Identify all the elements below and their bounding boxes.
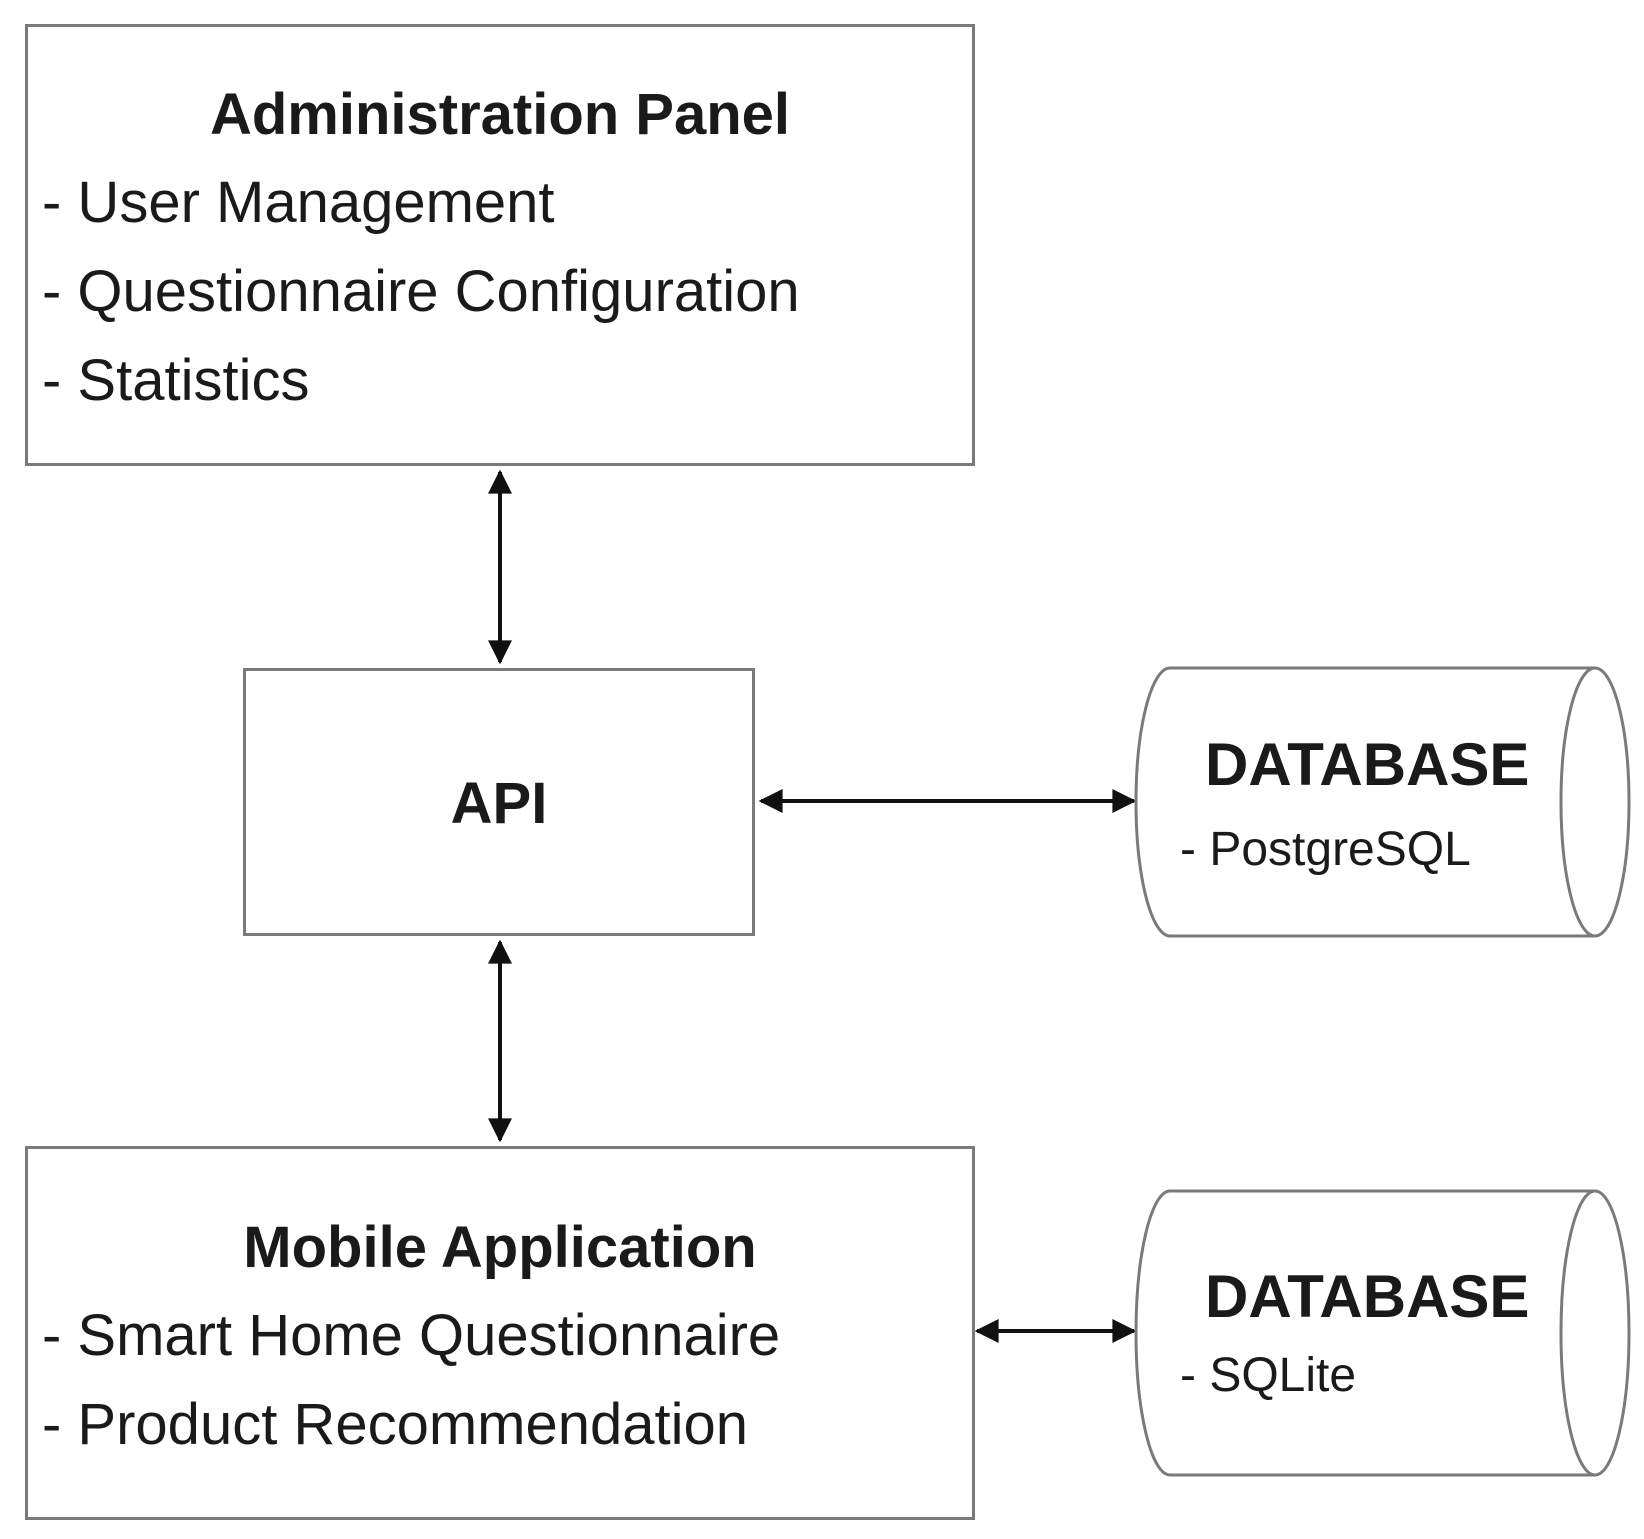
mobile-application-title: Mobile Application xyxy=(243,1215,757,1280)
mobile-item-product-recommendation: - Product Recommendation xyxy=(42,1392,748,1457)
admin-item-user-management: - User Management xyxy=(42,170,555,235)
admin-item-questionnaire-configuration: - Questionnaire Configuration xyxy=(42,259,800,324)
admin-item-statistics: - Statistics xyxy=(42,348,310,413)
server-database-title: DATABASE xyxy=(1205,731,1530,798)
local-database-cylinder xyxy=(1134,1189,1631,1477)
mobile-application-box: Mobile Application - Smart Home Question… xyxy=(25,1146,975,1520)
administration-panel-box: Administration Panel - User Management -… xyxy=(25,24,975,466)
api-box: API xyxy=(243,668,755,936)
api-title: API xyxy=(450,771,548,836)
mobile-item-smart-home-questionnaire: - Smart Home Questionnaire xyxy=(42,1303,781,1368)
local-database-title: DATABASE xyxy=(1205,1263,1530,1330)
administration-panel-title: Administration Panel xyxy=(209,82,791,147)
server-database-cylinder xyxy=(1134,666,1631,938)
local-database-engine: - SQLite xyxy=(1180,1349,1357,1402)
server-database-engine: - PostgreSQL xyxy=(1180,823,1471,876)
